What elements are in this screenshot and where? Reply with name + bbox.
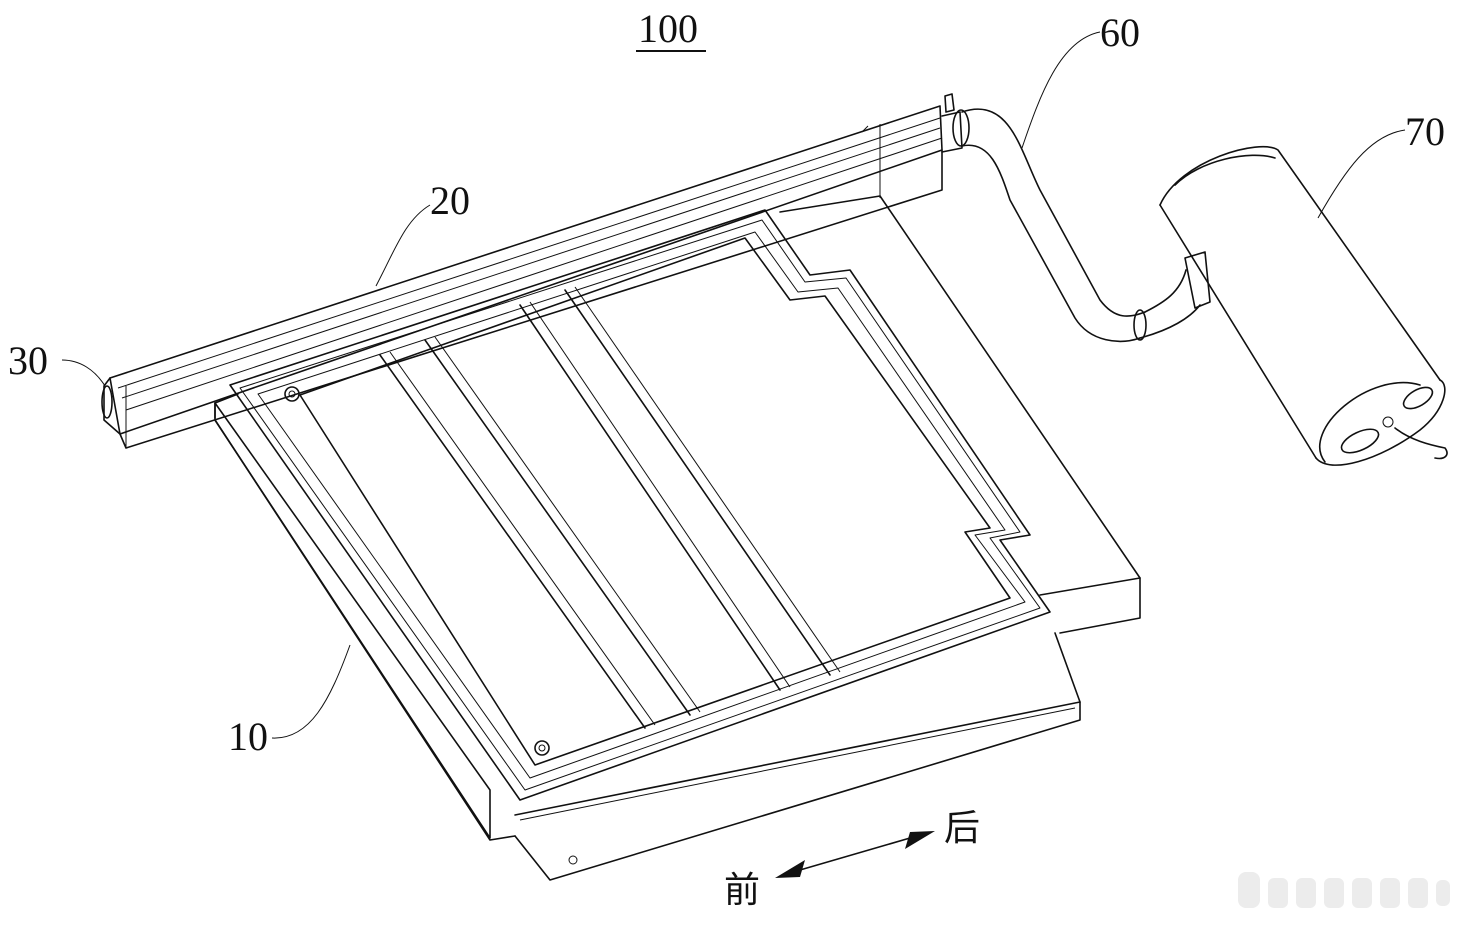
label-30: 30 xyxy=(8,338,48,383)
label-70: 70 xyxy=(1405,109,1445,154)
base-block xyxy=(214,195,1141,841)
muffler xyxy=(1159,146,1448,466)
label-60: 60 xyxy=(1100,10,1140,55)
watermark xyxy=(1238,872,1450,908)
label-20: 20 xyxy=(430,178,470,223)
battery-plate xyxy=(229,209,1081,881)
rail-bar xyxy=(101,93,970,449)
leader-lines xyxy=(61,31,1406,739)
direction-front-label: 前 xyxy=(724,870,760,911)
direction-rear-label: 后 xyxy=(944,808,980,849)
exhaust-pipe xyxy=(961,108,1211,343)
label-10: 10 xyxy=(228,714,268,759)
assembly-number: 100 xyxy=(638,6,698,51)
direction-arrow xyxy=(775,831,935,878)
